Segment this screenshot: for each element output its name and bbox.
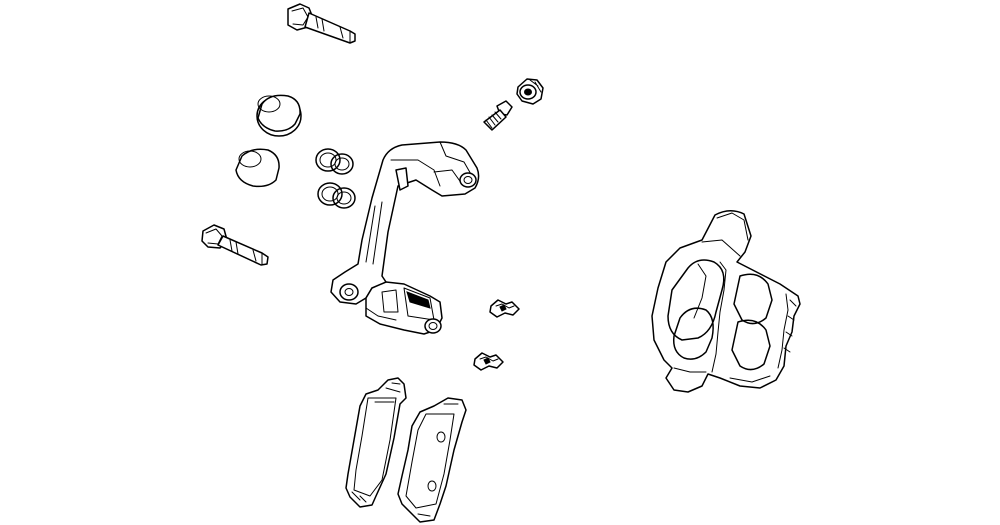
bleeder-screw-icon [483,100,513,131]
bleeder-cap-icon [516,78,544,105]
piston-lower-icon [235,148,280,188]
guide-pin-lower-icon [201,224,269,266]
brake-pad-outer-icon [397,397,467,523]
seal-ring-icon [315,148,356,209]
guide-pin-upper-icon [287,3,356,44]
clip-icon [473,299,520,371]
caliper-housing-icon [651,210,801,393]
brake-pad-inner-icon [345,377,407,508]
piston-upper-icon [256,94,302,137]
caliper-bracket-icon [330,141,480,335]
